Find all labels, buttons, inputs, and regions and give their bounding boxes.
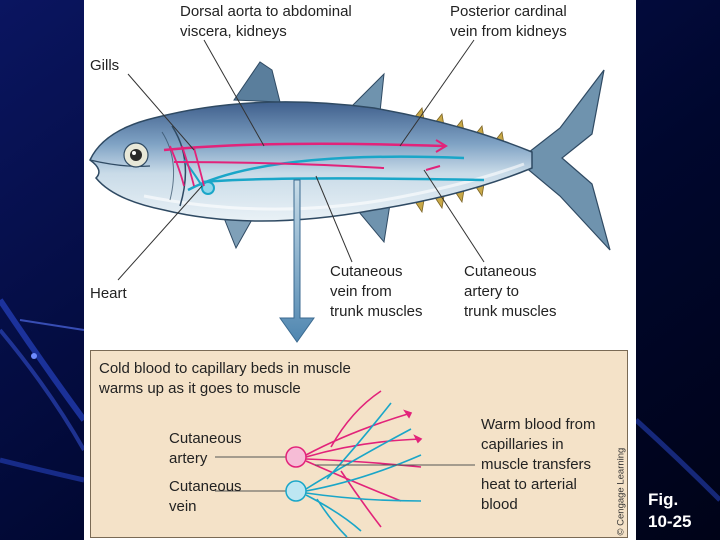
inset-caption: Cold blood to capillary beds in muscle w… — [99, 359, 351, 399]
label-dorsal-aorta: Dorsal aorta to abdominal viscera, kidne… — [180, 2, 352, 42]
credit-text: © Cengage Learning — [616, 442, 627, 536]
inset-label-warm-blood: Warm blood from capillaries in muscle tr… — [481, 415, 595, 515]
tail-fin — [524, 70, 610, 250]
capillary-inset: Cold blood to capillary beds in muscle w… — [90, 350, 628, 538]
inset-label-vein: Cutaneous vein — [169, 477, 242, 517]
figure-panel: Dorsal aorta to abdominal viscera, kidne… — [84, 0, 636, 540]
figure-label: Fig. 10-25 — [648, 489, 691, 533]
vein-cross-section — [286, 481, 306, 501]
artery-cross-section — [286, 447, 306, 467]
label-posterior-cardinal: Posterior cardinal vein from kidneys — [450, 2, 567, 42]
label-heart: Heart — [90, 284, 127, 304]
first-dorsal-fin — [234, 62, 280, 102]
label-cutaneous-artery: Cutaneous artery to trunk muscles — [464, 262, 557, 322]
label-cutaneous-vein: Cutaneous vein from trunk muscles — [330, 262, 423, 322]
label-gills: Gills — [90, 56, 119, 76]
inset-label-artery: Cutaneous artery — [169, 429, 242, 469]
copyright-credit: © Cengage Learning — [614, 443, 628, 535]
